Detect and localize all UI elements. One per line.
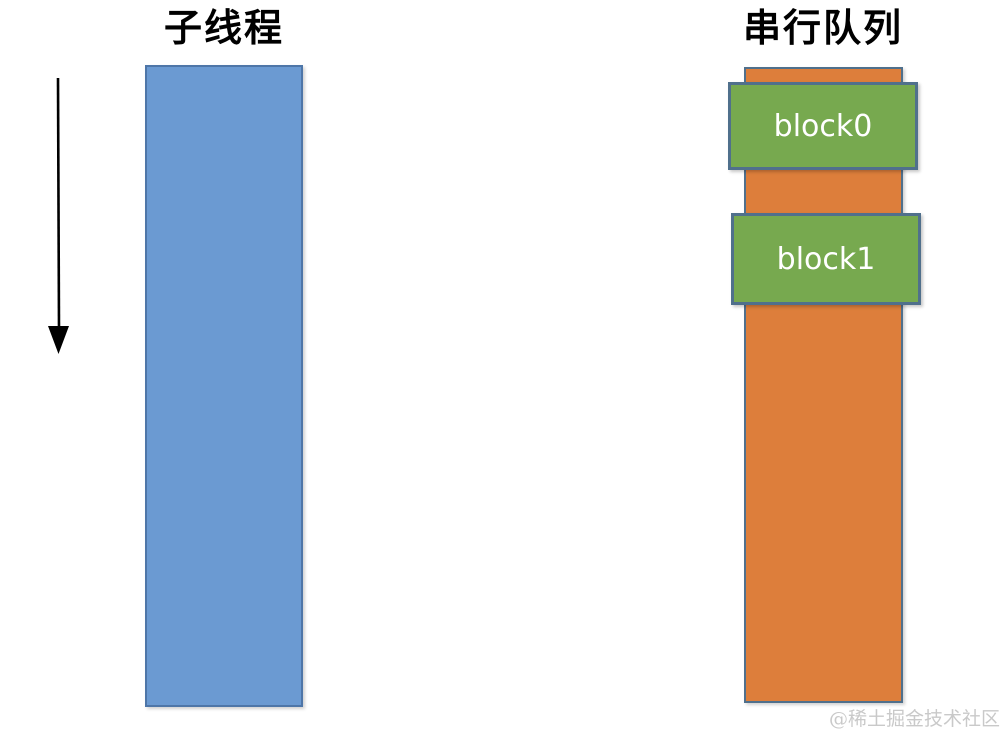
watermark: @稀土掘金技术社区 xyxy=(828,708,1000,730)
block0-label: block0 xyxy=(773,108,873,144)
child-thread-rect xyxy=(145,65,303,707)
serial-queue-title: 串行队列 xyxy=(742,5,903,50)
child-thread-title: 子线程 xyxy=(163,5,284,50)
block0-box: block0 xyxy=(728,82,918,170)
block1-box: block1 xyxy=(731,213,921,305)
block1-label: block1 xyxy=(776,241,876,277)
down-arrow-icon xyxy=(48,77,69,354)
serial-queue-rect xyxy=(744,67,903,703)
